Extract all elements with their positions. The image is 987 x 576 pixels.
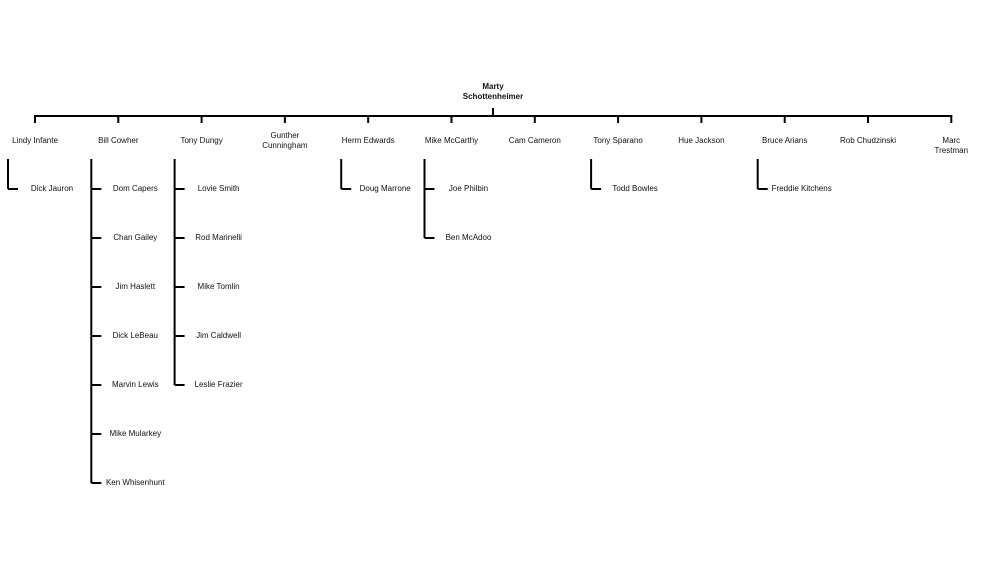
coach-node-label: Cam Cameron	[508, 136, 561, 145]
coach-node-label: Mike McCarthy	[424, 136, 479, 145]
descendant-node-label: Jim Caldwell	[196, 331, 242, 340]
root-node-label: Marty Schottenheimer	[462, 82, 524, 101]
descendant-node-label: Jim Haslett	[115, 282, 156, 291]
descendant-node-label: Leslie Frazier	[194, 380, 243, 389]
coach-node-label: Bruce Arians	[762, 136, 808, 145]
descendant-node-label: Freddie Kitchens	[771, 184, 832, 193]
descendant-node-label: Mike Tomlin	[197, 282, 240, 291]
coach-node-label: Lindy Infante	[12, 136, 58, 145]
descendant-node-label: Rod Marinelli	[195, 233, 242, 242]
descendant-node-label: Doug Marrone	[359, 184, 411, 193]
descendant-node-label: Ken Whisenhunt	[105, 478, 165, 487]
coach-node-label: Marc Trestman	[934, 136, 969, 155]
descendant-node-label: Mike Mularkey	[109, 429, 162, 438]
descendant-node-label: Ben McAdoo	[445, 233, 492, 242]
coach-node-label: Tony Dungy	[180, 136, 223, 145]
coach-node-label: Bill Cowher	[98, 136, 139, 145]
descendant-node-label: Marvin Lewis	[111, 380, 159, 389]
descendant-node-label: Todd Bowles	[612, 184, 658, 193]
coach-node-label: Rob Chudzinski	[839, 136, 897, 145]
coach-node-label: Herm Edwards	[341, 136, 395, 145]
descendant-node-label: Joe Philbin	[448, 184, 489, 193]
descendant-node-label: Lovie Smith	[197, 184, 240, 193]
descendant-node-label: Dick Jauron	[30, 184, 74, 193]
descendant-node-label: Dick LeBeau	[112, 331, 158, 340]
coach-node-label: Tony Sparano	[593, 136, 643, 145]
descendant-node-label: Chan Gailey	[113, 233, 158, 242]
coach-node-label: Gunther Cunningham	[262, 131, 308, 150]
coach-node-label: Hue Jackson	[678, 136, 725, 145]
descendant-node-label: Dom Capers	[112, 184, 158, 193]
